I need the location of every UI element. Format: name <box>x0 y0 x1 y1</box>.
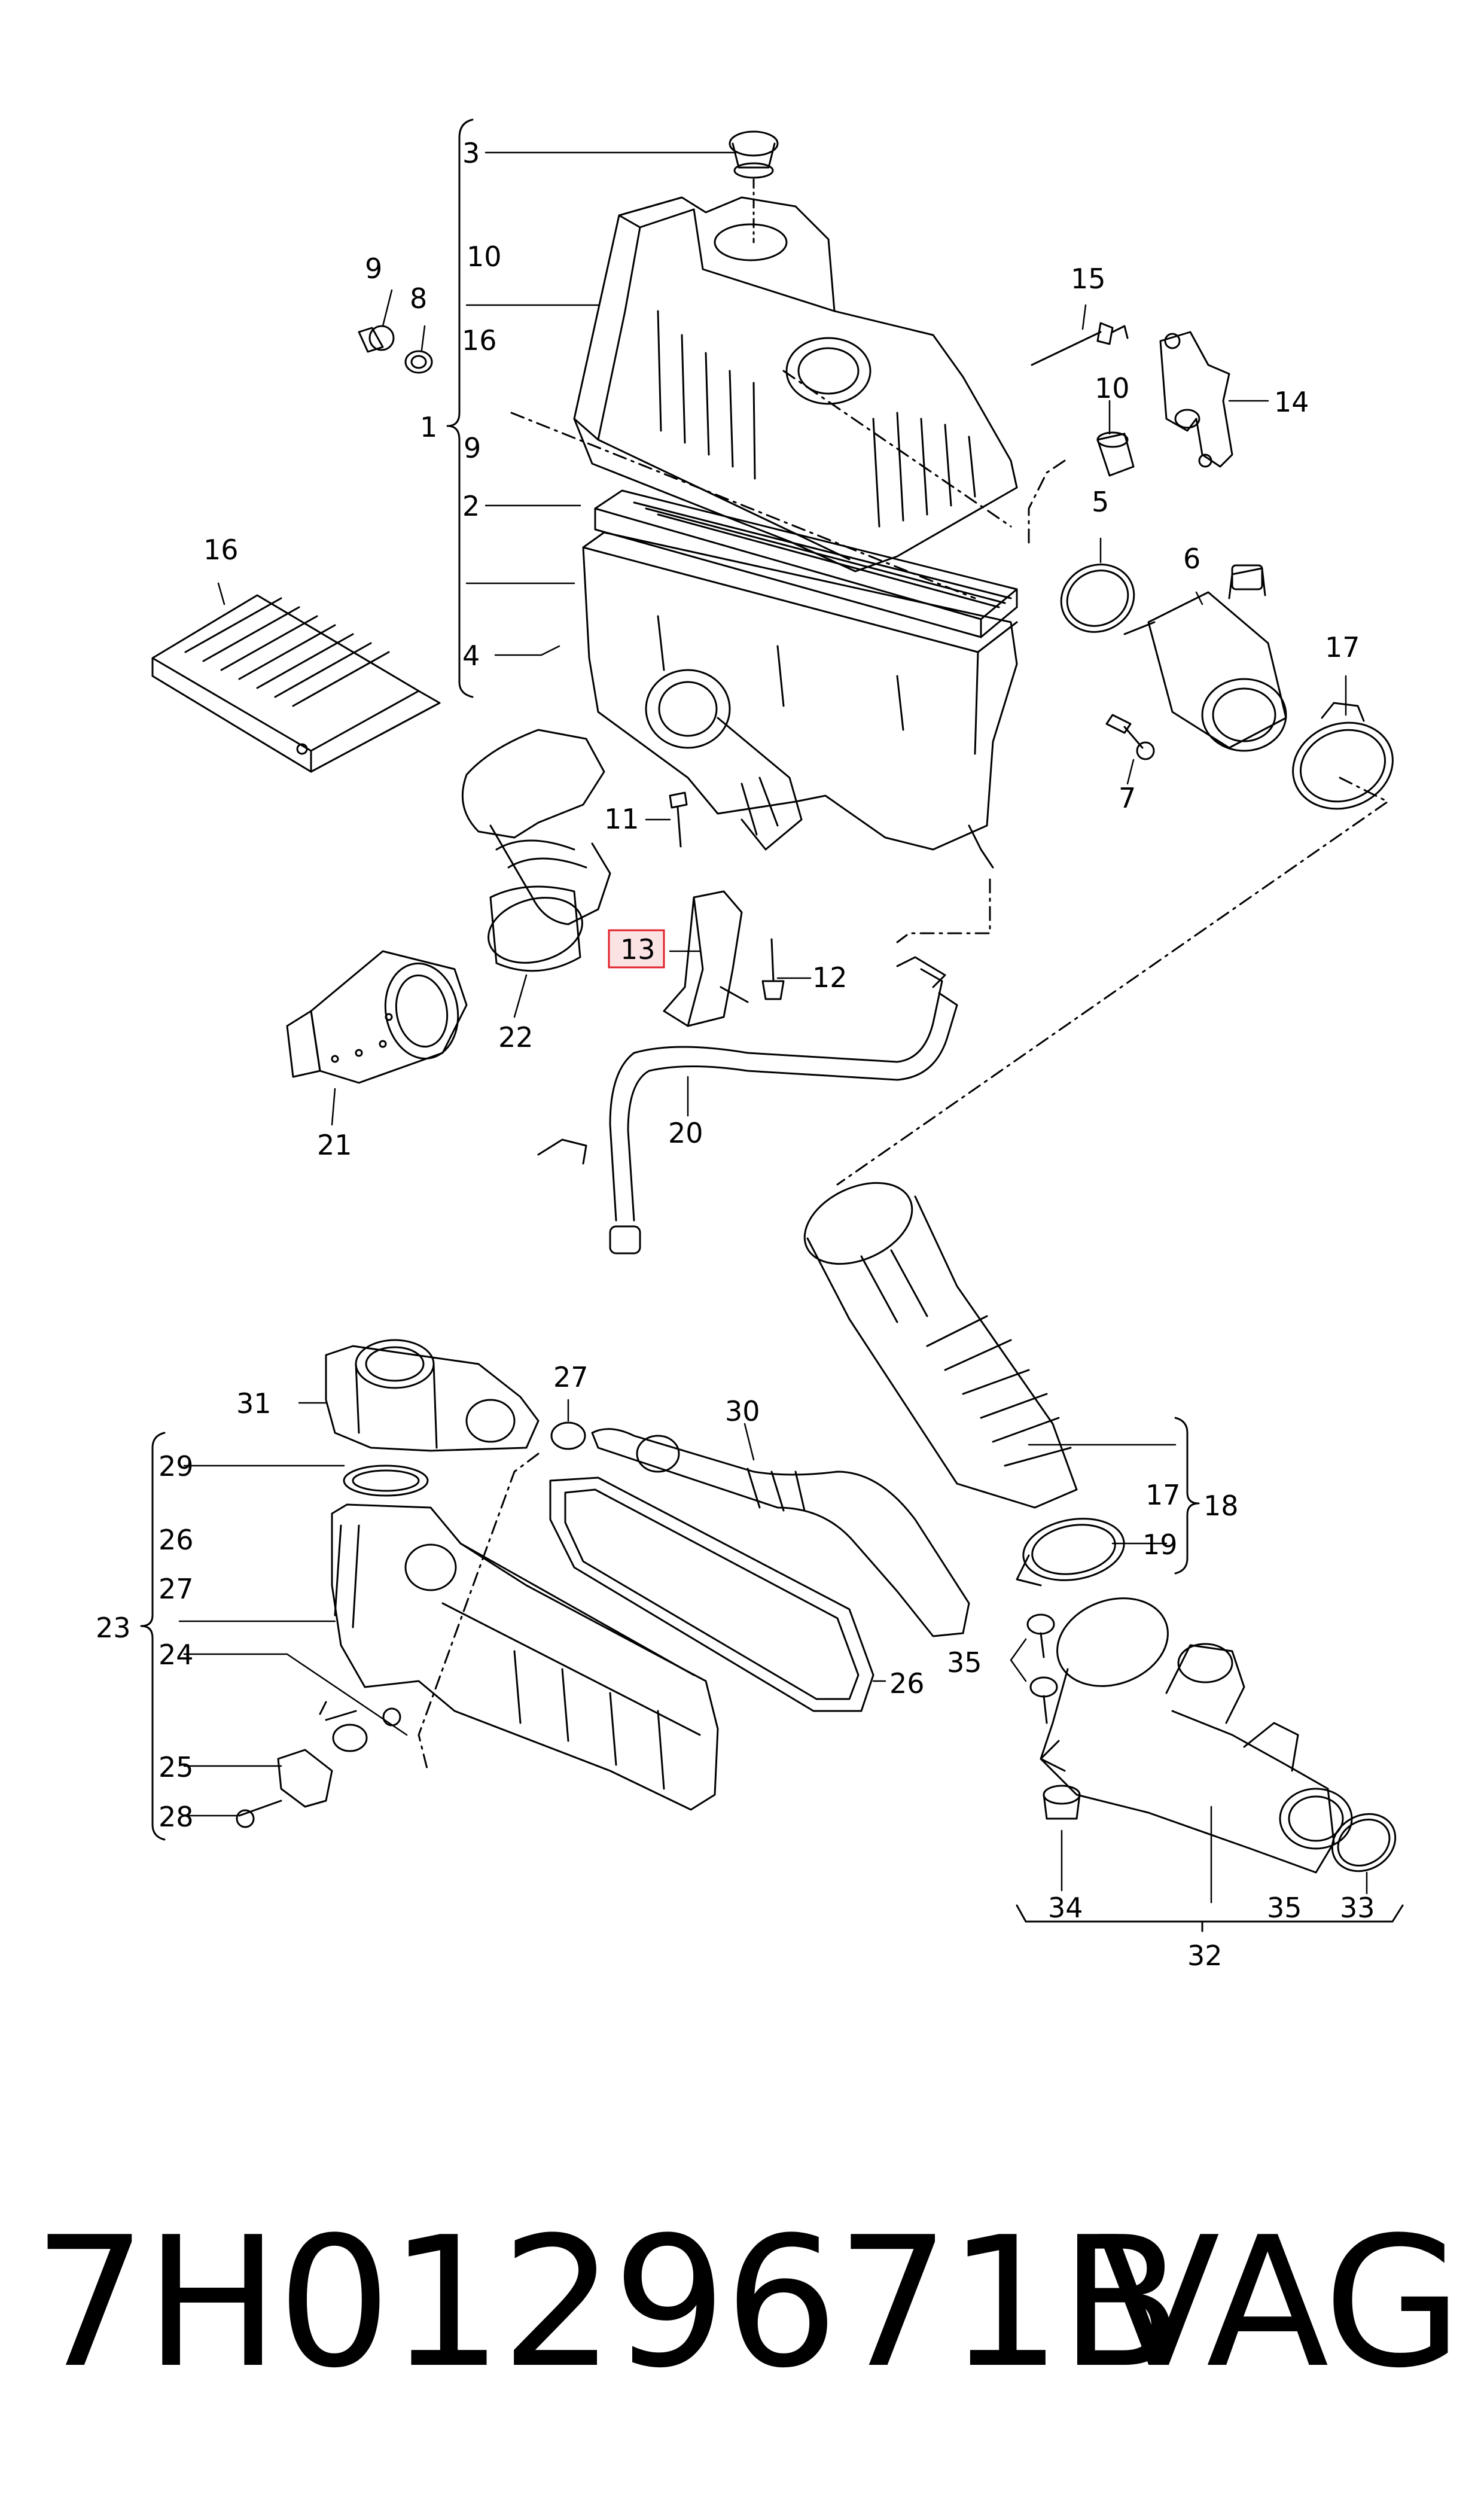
screws-35 <box>1026 1613 1058 1724</box>
callout-1: 1 <box>420 411 437 443</box>
callout-26-left: 26 <box>159 1524 194 1556</box>
throttle-body-31 <box>325 1339 540 1452</box>
parts-diagram: 3 10 16 1 9 2 4 9 8 15 10 14 5 6 17 7 16… <box>96 118 1404 1972</box>
callout-17-right: 17 <box>1145 1479 1181 1511</box>
dashed-guidelines <box>418 370 1389 1772</box>
callout-30: 30 <box>725 1395 760 1427</box>
pipe-30 <box>591 1428 970 1637</box>
callout-7: 7 <box>1119 782 1136 814</box>
grommet-10 <box>1096 431 1135 477</box>
charge-pipe-32 <box>1040 1597 1353 1874</box>
callout-15: 15 <box>1071 263 1106 295</box>
bracket-group-23 <box>140 1432 166 1841</box>
callout-5: 5 <box>1092 486 1109 518</box>
bolt-12 <box>761 938 785 1000</box>
intake-housing-21 <box>286 950 468 1084</box>
filter-element-16 <box>151 594 441 773</box>
callout-31: 31 <box>236 1387 272 1420</box>
callout-18: 18 <box>1203 1490 1239 1522</box>
air-mass-meter-6 <box>1123 564 1287 752</box>
callout-34: 34 <box>1048 1892 1083 1924</box>
callout-26-right: 26 <box>889 1667 925 1700</box>
callout-32: 32 <box>1187 1940 1223 1972</box>
leader-lines <box>178 151 1368 1904</box>
callout-13: 13 <box>620 933 656 966</box>
callout-35-bottom: 35 <box>1267 1892 1302 1924</box>
callout-22: 22 <box>498 1021 534 1054</box>
callout-25: 25 <box>159 1751 194 1783</box>
callout-21: 21 <box>317 1129 352 1161</box>
callout-6: 6 <box>1183 543 1200 575</box>
part-number-caption: 7H0129671B <box>33 2199 1183 2407</box>
callout-labels: 3 10 16 1 9 2 4 9 8 15 10 14 5 6 17 7 16… <box>96 137 1375 1972</box>
callout-14: 14 <box>1274 386 1309 418</box>
charge-air-hose-18 <box>803 1182 1078 1509</box>
oring-33 <box>1331 1813 1397 1872</box>
callout-29: 29 <box>159 1450 194 1482</box>
o-ring-5 <box>1060 564 1135 633</box>
bracket-14 <box>1159 331 1233 468</box>
bolt-11 <box>669 791 688 848</box>
callout-8: 8 <box>410 282 427 315</box>
callout-23: 23 <box>96 1612 131 1644</box>
callout-35-left: 35 <box>947 1646 982 1679</box>
callout-20: 20 <box>668 1117 703 1149</box>
clamp-19 <box>1016 1518 1125 1587</box>
screw-7 <box>1105 714 1155 760</box>
callout-16-top: 16 <box>462 324 497 357</box>
sensor-25 <box>277 1701 401 1808</box>
bracket-group-32 <box>1016 1904 1404 1932</box>
brand-caption: VAG <box>1097 2199 1462 2407</box>
bracket-group-1 <box>446 118 474 698</box>
nut-34 <box>1043 1785 1081 1820</box>
callout-13-highlight: 13 <box>608 929 665 969</box>
callout-2: 2 <box>462 490 480 522</box>
intake-hose-22 <box>461 729 611 972</box>
gasket-29 <box>343 1464 429 1497</box>
clamp-17 <box>1292 702 1394 810</box>
callout-16-left: 16 <box>203 534 239 566</box>
vent-hose-20 <box>537 956 958 1255</box>
filter-element <box>594 489 1018 638</box>
callout-28: 28 <box>159 1801 194 1833</box>
air-filter-housing-lid <box>573 196 1018 573</box>
callout-9: 9 <box>365 252 382 285</box>
bracket-group-18 <box>1174 1417 1200 1575</box>
callout-4: 4 <box>462 640 480 672</box>
callout-9-bracket: 9 <box>464 432 481 464</box>
callout-27-left: 27 <box>159 1573 194 1605</box>
air-filter-housing-lower <box>582 531 1018 869</box>
callout-17-top: 17 <box>1325 631 1360 663</box>
callout-11: 11 <box>604 803 639 835</box>
callout-10-top: 10 <box>467 240 502 273</box>
callout-3: 3 <box>462 137 480 169</box>
callout-10-right: 10 <box>1095 372 1130 404</box>
callout-19: 19 <box>1142 1529 1178 1561</box>
bolt-28 <box>236 1800 282 1828</box>
callout-12: 12 <box>812 961 848 994</box>
callout-24: 24 <box>159 1639 194 1671</box>
gasket-26 <box>549 1476 874 1712</box>
intake-manifold-23 <box>331 1503 719 1811</box>
bracket-13 <box>663 890 749 1027</box>
grommet-8-9 <box>358 325 433 374</box>
oring-27 <box>550 1421 586 1450</box>
cap-part <box>729 130 779 243</box>
bolt-15 <box>1031 322 1129 366</box>
callout-27-top: 27 <box>553 1361 589 1393</box>
callout-33: 33 <box>1340 1892 1375 1924</box>
